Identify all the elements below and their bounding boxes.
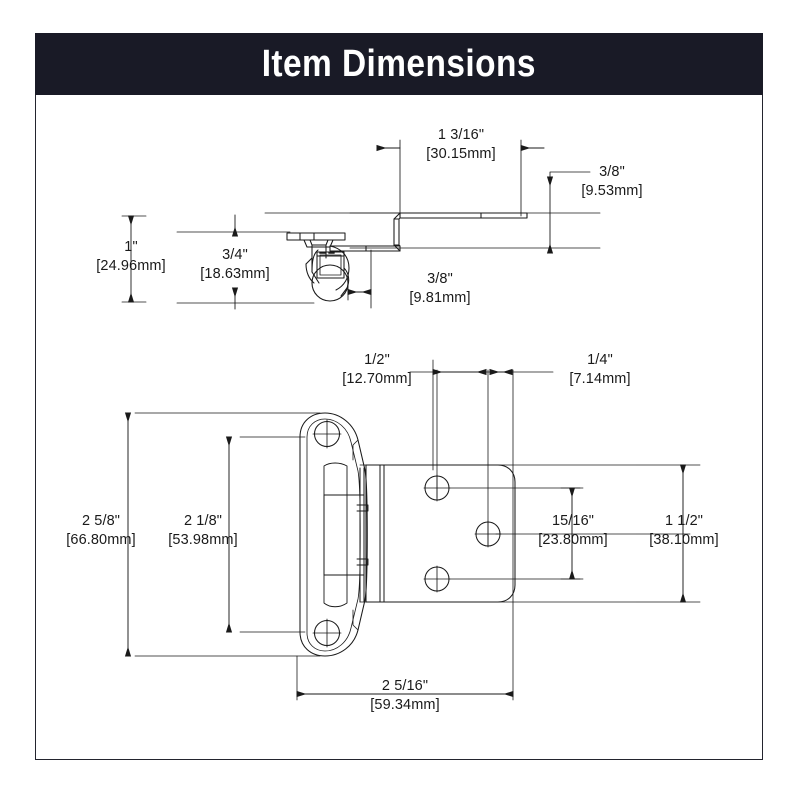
header-banner: Item Dimensions (35, 33, 763, 95)
drawing-frame-border (35, 33, 763, 760)
dim-label-1-2: 1/2" [12.70mm] (342, 352, 412, 387)
dim-label-3-8-953: 3/8" [9.53mm] (581, 164, 643, 199)
dim-label-1-3-16: 1 3/16" [30.15mm] (426, 127, 496, 162)
page-title: Item Dimensions (261, 43, 537, 85)
dim-label-1-4: 1/4" [7.14mm] (569, 352, 631, 387)
dim-label-15-16: 15/16" [23.80mm] (538, 513, 608, 548)
dim-label-2-1-8: 2 1/8" [53.98mm] (168, 513, 238, 548)
dim-label-3-4: 3/4" [18.63mm] (200, 247, 270, 282)
dim-label-1-1-2: 1 1/2" [38.10mm] (649, 513, 719, 548)
dim-label-3-8-981: 3/8" [9.81mm] (409, 271, 471, 306)
dim-label-2-5-16: 2 5/16" [59.34mm] (370, 678, 440, 713)
dim-label-2-5-8: 2 5/8" [66.80mm] (66, 513, 136, 548)
dim-label-1-inch: 1" [24.96mm] (96, 239, 166, 274)
